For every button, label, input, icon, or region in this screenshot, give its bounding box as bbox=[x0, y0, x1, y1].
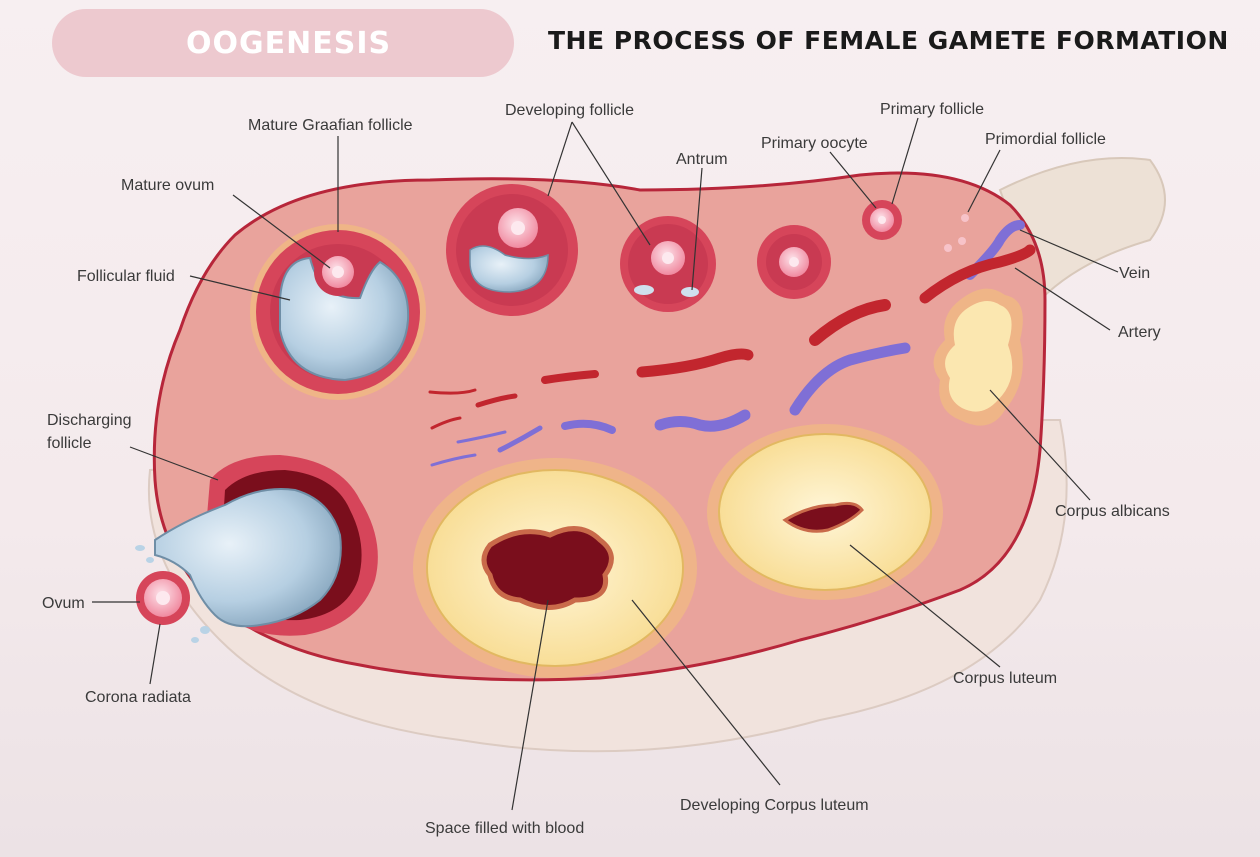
label-primary-follicle: Primary follicle bbox=[880, 101, 984, 118]
label-corona-radiata: Corona radiata bbox=[85, 689, 191, 706]
label-antrum: Antrum bbox=[676, 151, 728, 168]
blood-space bbox=[481, 526, 614, 610]
label-developing-corpus-luteum: Developing Corpus luteum bbox=[680, 797, 869, 814]
developing-follicle-antrum bbox=[620, 216, 716, 312]
label-primary-oocyte: Primary oocyte bbox=[761, 135, 868, 152]
label-mature-graafian-follicle: Mature Graafian follicle bbox=[248, 117, 413, 134]
label-developing-follicle: Developing follicle bbox=[505, 102, 634, 119]
label-discharging-follicle-line1: Discharging bbox=[47, 412, 131, 429]
primordial-follicles bbox=[944, 214, 969, 252]
label-primordial-follicle: Primordial follicle bbox=[985, 131, 1106, 148]
label-artery: Artery bbox=[1118, 324, 1161, 341]
label-vein: Vein bbox=[1119, 265, 1150, 282]
label-space-filled-with-blood: Space filled with blood bbox=[425, 820, 584, 837]
label-ovum: Ovum bbox=[42, 595, 85, 612]
label-corpus-albicans: Corpus albicans bbox=[1055, 503, 1170, 520]
title-pill: OOGENESIS bbox=[52, 9, 514, 77]
label-mature-ovum: Mature ovum bbox=[121, 177, 214, 194]
primary-follicle-small bbox=[862, 200, 902, 240]
mature-graafian-follicle bbox=[250, 224, 426, 400]
label-discharging-follicle-line2: follicle bbox=[47, 435, 92, 452]
leader-lines bbox=[92, 117, 1119, 811]
discharging-follicle bbox=[135, 455, 378, 643]
primary-follicle-medium bbox=[757, 225, 831, 299]
released-ovum bbox=[136, 571, 190, 625]
page-subtitle: THE PROCESS OF FEMALE GAMETE FORMATION bbox=[548, 26, 1229, 55]
label-follicular-fluid: Follicular fluid bbox=[77, 268, 175, 285]
blood-vessels bbox=[428, 220, 1036, 467]
developing-corpus-luteum bbox=[413, 458, 697, 678]
corpus-luteum bbox=[707, 424, 943, 600]
page-title: OOGENESIS bbox=[186, 25, 392, 61]
label-corpus-luteum: Corpus luteum bbox=[953, 670, 1057, 687]
developing-follicle-large bbox=[446, 184, 578, 316]
artery-vessel bbox=[919, 244, 1036, 304]
corpus-albicans bbox=[933, 288, 1023, 426]
